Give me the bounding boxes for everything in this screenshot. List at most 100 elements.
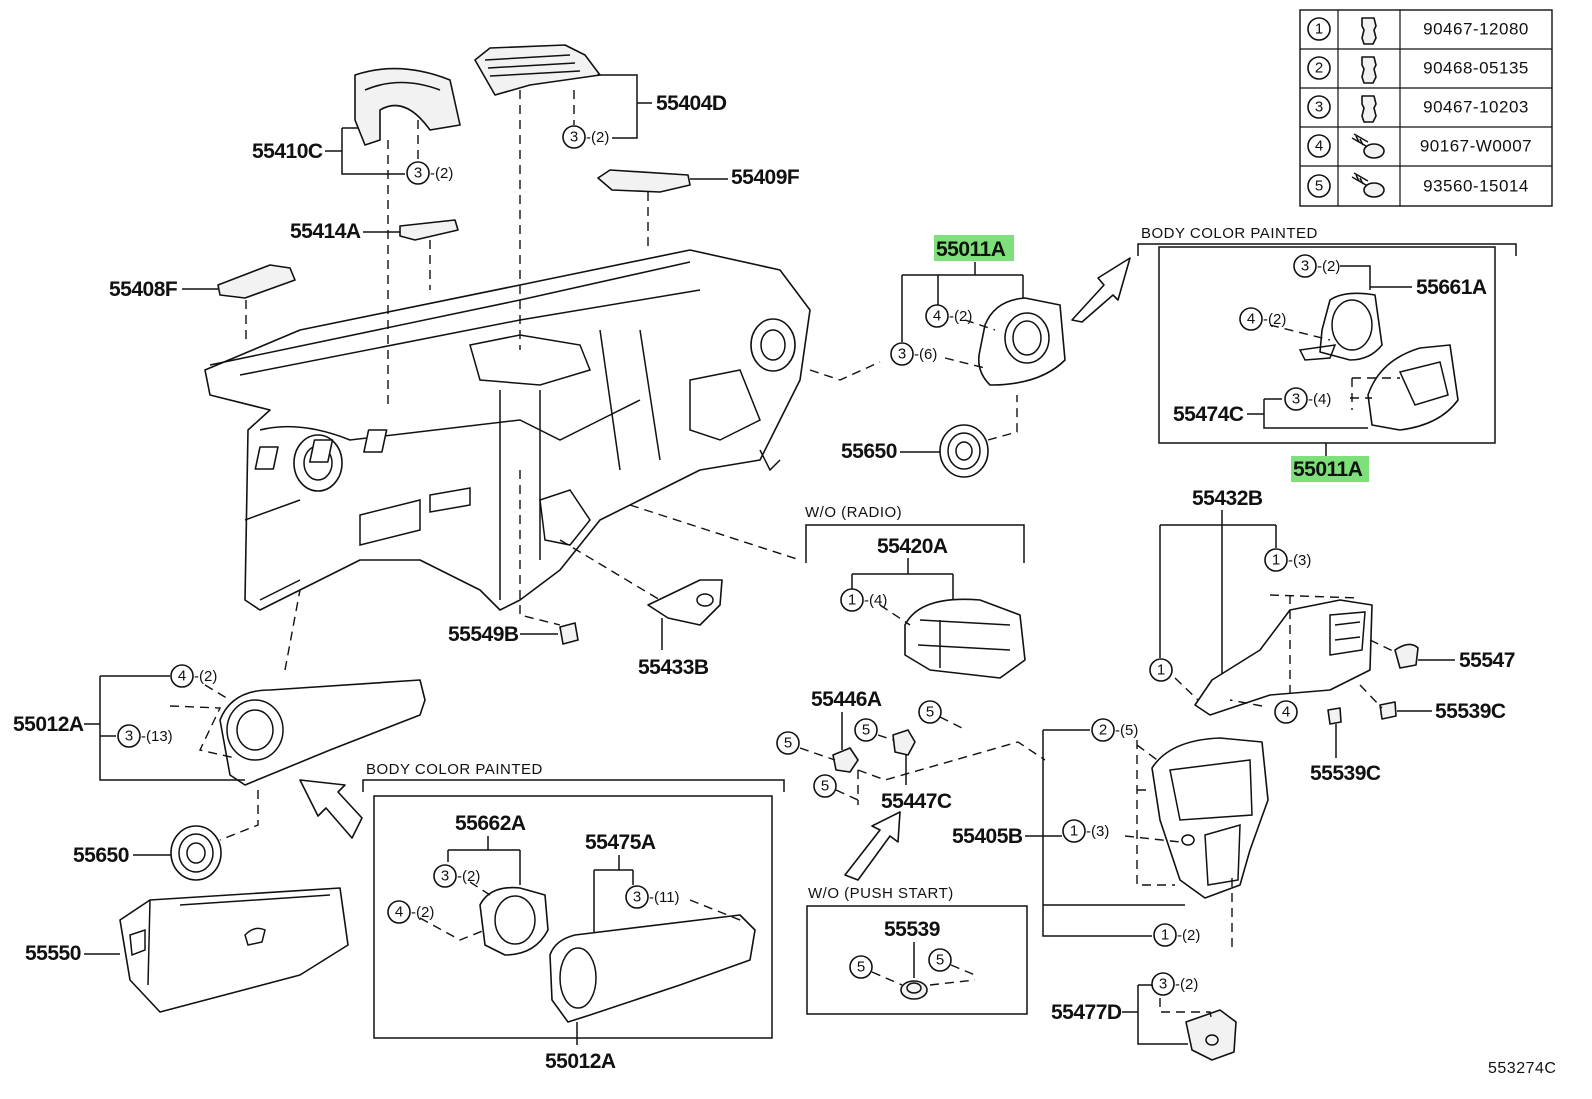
label-55539C: 55539C xyxy=(1310,762,1381,785)
svg-text:3: 3 xyxy=(898,346,906,363)
svg-text:1: 1 xyxy=(1272,552,1280,569)
svg-text:5: 5 xyxy=(857,959,865,976)
highlight xyxy=(934,235,1014,261)
table-row: 5 93560-15014 xyxy=(1307,172,1529,198)
label-55661A: 55661A xyxy=(1416,276,1487,299)
part-55011A-vent: 55011A 4 -(2) 3 -(6) xyxy=(809,235,1066,386)
screw-icon xyxy=(1351,172,1385,198)
label-55474C: 55474C xyxy=(1173,403,1244,426)
qty-label: -(2) xyxy=(194,668,217,685)
qty-label: -(2) xyxy=(411,904,434,921)
instrument-panel-assembly xyxy=(204,249,811,611)
qty-label: -(4) xyxy=(864,592,887,609)
svg-text:2: 2 xyxy=(1099,722,1107,739)
table-part-number: 90467-10203 xyxy=(1423,98,1529,117)
table-row: 4 90167-W0007 xyxy=(1307,133,1532,159)
svg-text:1: 1 xyxy=(848,592,856,609)
svg-text:1: 1 xyxy=(1161,927,1169,944)
qty-label: -(5) xyxy=(1115,722,1138,739)
label-55012A: 55012A xyxy=(545,1050,616,1073)
svg-text:5: 5 xyxy=(936,952,944,969)
clip-icon xyxy=(1361,17,1377,45)
qty-label: -(2) xyxy=(1175,976,1198,993)
table-row-number: 3 xyxy=(1315,99,1323,116)
part-55408F: 55408F xyxy=(109,264,296,345)
qty-label: -(3) xyxy=(1288,552,1311,569)
table-row: 1 90467-12080 xyxy=(1307,17,1529,45)
diagram-code: 553274C xyxy=(1488,1060,1556,1077)
qty-label: -(2) xyxy=(586,129,609,146)
qty-label: -(2) xyxy=(457,868,480,885)
pointer-arrow xyxy=(299,779,363,839)
part-55432B: 55432B 1 -(3) 1 4 xyxy=(1149,487,1373,724)
part-55405B: 55405B 2 -(5) 1 -(3) 1 -(2) xyxy=(952,718,1269,948)
label-55414A: 55414A xyxy=(290,220,361,243)
label-55447C: 55447C xyxy=(881,790,952,813)
svg-text:4: 4 xyxy=(178,668,186,685)
qty-label: -(4) xyxy=(1308,391,1331,408)
label-55420A: 55420A xyxy=(877,535,948,558)
qty-label: -(2) xyxy=(949,308,972,325)
part-55550: 55550 xyxy=(25,887,349,1013)
wo-radio-box: W/O (RADIO) 55420A 1 -(4) xyxy=(629,504,1026,679)
part-55409F: 55409F xyxy=(597,166,800,250)
label-55409F: 55409F xyxy=(731,166,800,189)
label-55547: 55547 xyxy=(1459,649,1515,672)
label-55475A: 55475A xyxy=(585,831,656,854)
svg-text:5: 5 xyxy=(784,735,792,752)
body-color-box-right: BODY COLOR PAINTED 3 -(2) 55661A 4 -(2) … xyxy=(1137,225,1517,482)
part-55650-left: 55650 xyxy=(73,825,222,881)
svg-text:3: 3 xyxy=(1159,976,1167,993)
label-55404D: 55404D xyxy=(656,92,727,115)
svg-text:3: 3 xyxy=(125,728,133,745)
qty-label: -(2) xyxy=(430,165,453,182)
qty-label: -(6) xyxy=(914,346,937,363)
svg-text:4: 4 xyxy=(395,904,403,921)
highlight xyxy=(1291,456,1369,482)
svg-text:3: 3 xyxy=(441,868,449,885)
svg-text:3: 3 xyxy=(414,165,422,182)
table-part-number: 90167-W0007 xyxy=(1420,137,1532,156)
svg-text:5: 5 xyxy=(821,778,829,795)
part-55547: 55547 xyxy=(1369,639,1515,672)
label-55446A: 55446A xyxy=(811,688,882,711)
part-55539C-a: 55539C xyxy=(1359,684,1506,723)
label-55410C: 55410C xyxy=(252,140,323,163)
note-body-color: BODY COLOR PAINTED xyxy=(366,761,543,778)
part-55477D: 55477D 3 -(2) xyxy=(1051,972,1237,1061)
svg-text:4: 4 xyxy=(933,308,941,325)
pointer-arrow xyxy=(844,811,901,881)
note-body-color: BODY COLOR PAINTED xyxy=(1141,225,1318,242)
qty-label: -(3) xyxy=(1086,823,1109,840)
label-55650: 55650 xyxy=(73,844,129,867)
label-55477D: 55477D xyxy=(1051,1001,1122,1024)
label-55405B: 55405B xyxy=(952,825,1023,848)
part-55410C: 55410C 3 -(2) xyxy=(252,67,461,410)
table-row-number: 2 xyxy=(1315,60,1323,77)
pointer-arrow xyxy=(1071,257,1131,323)
screw-icon xyxy=(1351,133,1385,159)
part-55549B: 55549B xyxy=(448,470,579,646)
svg-text:3: 3 xyxy=(1292,391,1300,408)
svg-text:3: 3 xyxy=(1301,258,1309,275)
table-part-number: 90467-12080 xyxy=(1423,20,1529,39)
table-row-number: 4 xyxy=(1315,138,1323,155)
label-55408F: 55408F xyxy=(109,278,178,301)
part-55539C-b: 55539C xyxy=(1310,707,1381,785)
body-color-box-bottom: BODY COLOR PAINTED 55662A 3 -(2) 4 -(2) … xyxy=(362,761,785,1073)
label-55539C: 55539C xyxy=(1435,700,1506,723)
qty-label: -(11) xyxy=(649,889,680,906)
wo-push-start-box: W/O (PUSH START) 55539 5 5 xyxy=(806,885,1028,1015)
svg-text:5: 5 xyxy=(926,704,934,721)
part-55012A-left: 55012A 4 -(2) 3 -(13) xyxy=(13,589,426,841)
table-part-number: 93560-15014 xyxy=(1423,177,1529,196)
fastener-table: 1 90467-12080 2 90468-05135 3 90467-1020… xyxy=(1299,9,1553,207)
label-55011A: 55011A xyxy=(936,238,1006,261)
part-55433B: 55433B xyxy=(559,539,723,679)
svg-text:1: 1 xyxy=(1157,662,1165,679)
svg-text:3: 3 xyxy=(633,889,641,906)
clip-icon xyxy=(1361,56,1377,84)
qty-label: -(2) xyxy=(1317,258,1340,275)
clip-icon xyxy=(1361,95,1377,123)
